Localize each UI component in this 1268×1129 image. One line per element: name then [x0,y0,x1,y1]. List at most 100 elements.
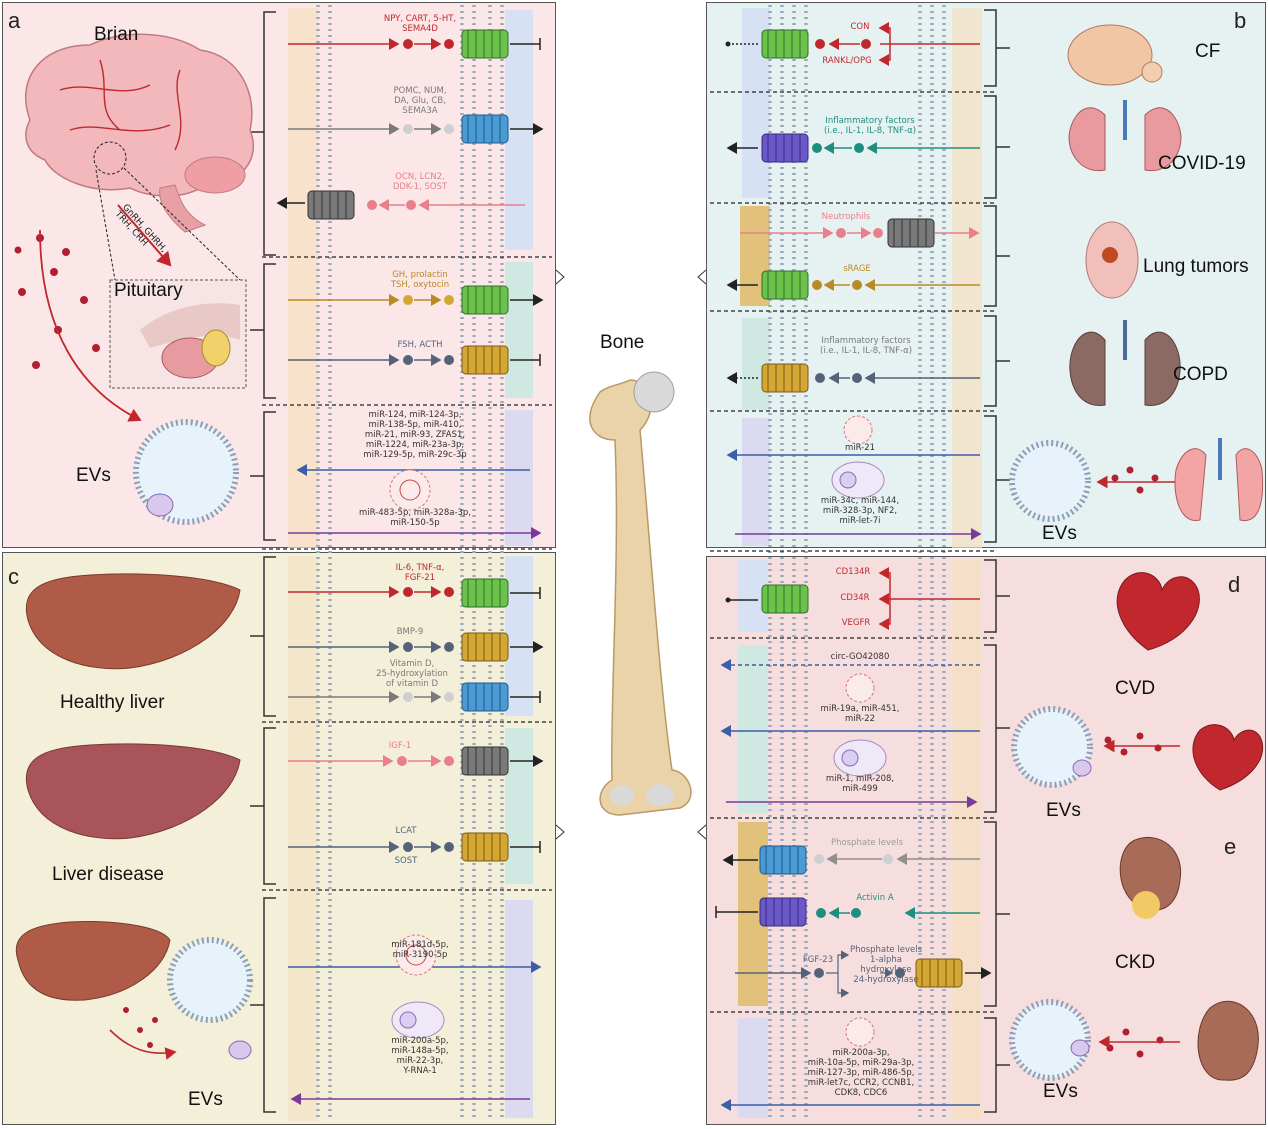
label-bone: Bone [600,332,645,353]
a-r3-l1: OCN, LCN2, [395,172,445,182]
a-r4-l2: TSH, oxytocin [390,280,450,290]
d-cd134r: CD134R [835,567,871,577]
c-r1-l1: IL-6, TNF-α, [395,563,445,573]
c-r3-l1: Vitamin D, [389,659,435,669]
a-r4-l1: GH, prolactin [392,270,448,280]
label-evs-b: EVs [1042,523,1077,544]
c-row4-label: IGF-1 [388,741,412,751]
a-mi-l5: miR-129-5p, miR-29c-3p [363,450,467,460]
label-evs-a: EVs [76,465,111,486]
a-mi-l3: miR-21, miR-93, ZFAS1, [364,430,466,440]
b-inflam2: Inflammatory factors(i.e., IL-1, IL-8, T… [796,336,936,356]
d-mirna1: miR-19a, miR-451,miR-22 [810,704,910,724]
c-r1-l2: FGF-21 [404,573,436,583]
label-cvd: CVD [1115,678,1156,699]
a-mo-l2: miR-150-5p [390,518,440,528]
a-r1-l1: NPY, CART, 5-HT, [383,14,457,24]
c-r3-l3: of vitamin D [385,679,439,689]
ev-cells [133,419,1093,1081]
c-m2-l2: miR-148a-5p, [391,1046,449,1056]
c-row6-label: SOST [394,856,418,866]
label-liver-disease: Liver disease [52,864,164,885]
b-mo-l1: miR-34c, miR-144, [820,496,900,506]
panel-letter-e: e [1224,834,1237,859]
d-m2-l2: miR-499 [842,784,878,794]
label-lung-tumors: Lung tumors [1143,256,1249,277]
e-m-l4: miR-let7c, CCR2, CCNB1, [807,1078,915,1088]
label-ckd: CKD [1115,952,1156,973]
label-covid: COVID-19 [1158,153,1246,174]
c-m2-l4: Y-RNA-1 [403,1066,437,1076]
b-inflam1: Inflammatory factors(i.e., IL-1, IL-8, T… [800,116,940,136]
d-m2-l1: miR-1, miR-208, [825,774,895,784]
label-copd: COPD [1173,364,1228,385]
brain-illustration [25,33,255,281]
c-r3-l2: 25-hydroxylation [376,669,448,679]
e-m-l2: miR-10a-5p, miR-29a-3p, [807,1058,915,1068]
panel-letter-b: b [1234,8,1247,33]
a-mi-l4: miR-1224, miR-23a-3p, [365,440,465,450]
bone-illustration [589,371,692,816]
e-b-l2: 1-alpha [869,955,903,965]
e-activin: Activin A [856,893,894,903]
e-b-l3: hydroxylase [860,965,912,975]
d-m1-l2: miR-22 [844,714,876,724]
e-b-l1: Phosphate levels [849,945,923,955]
d-m1-l1: miR-19a, miR-451, [820,704,900,714]
b-rankl: RANKL/OPG [822,56,872,66]
c-mirna1: miR-181d-5p,miR-3190-5p [360,940,480,960]
c-m1-l1: miR-181d-5p, [391,940,449,950]
a-mo-l1: miR-483-5p, miR-328a-3p, [358,508,472,518]
d-cd34r: CD34R [840,593,870,603]
c-m2-l3: miR-22-3p, [396,1056,444,1066]
label-pituitary: Pituitary [114,280,183,301]
c-row5-label: LCAT [395,826,417,836]
b-neutrophils: Neutrophils [821,212,871,222]
b-mirna-out: miR-34c, miR-144,miR-328-3p, NF2,miR-let… [795,496,925,526]
a-mi-l1: miR-124, miR-124-3p, [368,410,462,420]
c-row2-label: BMP-9 [396,627,424,637]
a-mi-l2: miR-138-5p, miR-410, [368,420,462,430]
a-row2-label: POMC, NUM,DA, Glu, CB,SEMA3A [360,86,480,116]
e-phosphate: Phosphate levels [830,838,904,848]
e-m-l1: miR-200a-3p, [832,1048,890,1058]
e-m-l3: miR-127-3p, miR-486-5p, [807,1068,915,1078]
c-m1-l2: miR-3190-5p [392,950,448,960]
label-evs-c: EVs [188,1089,223,1110]
label-cf: CF [1195,41,1221,62]
b-if1-l2: (i.e., IL-1, IL-8, TNF-α) [823,126,917,136]
receptors [307,29,963,988]
b-mir21: miR-21 [844,443,876,453]
label-evs-d: EVs [1046,800,1081,821]
panel-de-heart-kidney [706,556,1266,1125]
e-m-l5: CDK8, CDC6 [834,1088,888,1098]
label-brain: Brian [94,24,139,45]
b-con: CON [850,22,870,32]
organ-illustrations [15,24,1264,1081]
e-mirna: miR-200a-3p,miR-10a-5p, miR-29a-3p,miR-1… [796,1048,926,1098]
b-if2-l1: Inflammatory factors [821,336,911,346]
b-if2-l2: (i.e., IL-1, IL-8, TNF-α) [819,346,913,356]
a-row5-label: FSH, ACTH [397,340,443,350]
label-healthy-liver: Healthy liver [60,692,165,713]
b-mo-l2: miR-328-3p, NF2, [822,506,898,516]
a-row3-label: OCN, LCN2,DDK-1, SOST [360,172,480,192]
a-r2-l2: DA, Glu, CB, [394,96,446,106]
e-b-l4: 24-hydroxylase [853,975,919,985]
d-mirna2: miR-1, miR-208,miR-499 [810,774,910,794]
a-row1-label: NPY, CART, 5-HT,SEMA4D [360,14,480,34]
panel-letter-a: a [8,8,21,33]
b-mo-l3: miR-let-7i [839,516,881,526]
a-mirna-out: miR-483-5p, miR-328a-3p,miR-150-5p [340,508,490,528]
c-mirna2: miR-200a-5p,miR-148a-5p,miR-22-3p,Y-RNA-… [360,1036,480,1076]
e-fgf23: FGF-23 [802,955,834,965]
a-r3-l2: DDK-1, SOST [392,182,448,192]
b-if1-l1: Inflammatory factors [825,116,915,126]
d-vegfr: VEGFR [841,618,871,628]
label-evs-e: EVs [1043,1081,1078,1102]
panel-letter-c: c [8,564,19,589]
